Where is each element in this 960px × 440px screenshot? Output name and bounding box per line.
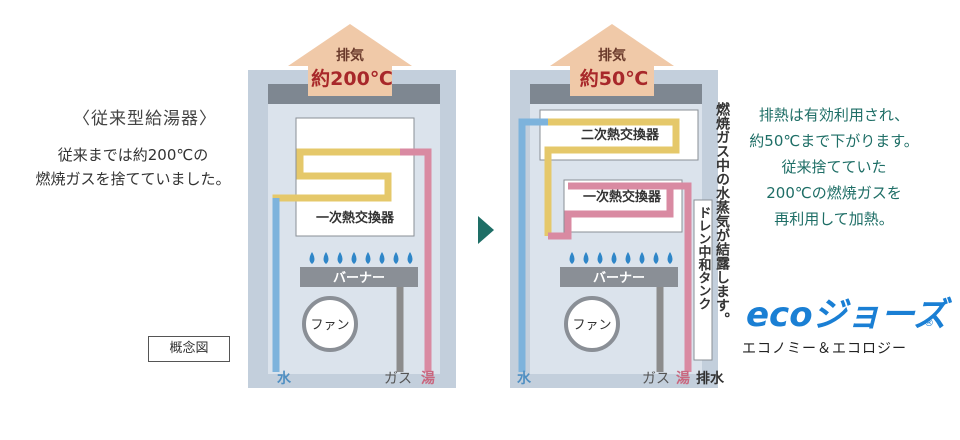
registered-mark: ® xyxy=(924,318,934,329)
eco-heater: 排気 約50℃ 二次熱交換器 一次熱交換器 ドレン中和タンク バーナー ファン … xyxy=(510,24,730,388)
conventional-primary-hx-label: 一次熱交換器 xyxy=(316,210,395,226)
benefit-line2: 約50℃まで下がります。 xyxy=(749,132,919,150)
conventional-fan-label: ファン xyxy=(310,318,349,333)
eco-drain-tank-label: ドレン中和タンク xyxy=(696,206,712,310)
conventional-heater: 排気 約200℃ 一次熱交換器 バーナー ファン 水 ガス 湯 xyxy=(248,24,456,388)
conventional-exhaust-arrow xyxy=(288,24,412,96)
eco-primary-hot-path xyxy=(548,182,674,240)
benefit-line1: 排熱は有効利用され、 xyxy=(758,106,910,124)
conventional-hot-pipe xyxy=(400,148,432,372)
conventional-burner-label: バーナー xyxy=(333,271,385,286)
eco-hot-label: 湯 xyxy=(676,370,690,387)
eco-condense-text: 燃焼ガス中の水蒸気が結露します。 xyxy=(714,101,730,326)
benefit-description: 排熱は有効利用され、 約50℃まで下がります。 従来捨てていた 200℃の燃焼ガ… xyxy=(718,102,950,232)
eco-hot-pipe xyxy=(670,182,692,372)
eco-water-label: 水 xyxy=(517,370,532,387)
transition-arrow-icon xyxy=(478,216,494,244)
eco-secondary-hx-label: 二次熱交換器 xyxy=(581,127,660,143)
conventional-exhaust-label: 排気 xyxy=(336,47,364,64)
eco-burner-label: バーナー xyxy=(593,271,645,286)
benefit-line4: 200℃の燃焼ガスを xyxy=(766,184,902,202)
conventional-exhaust-temp: 約200℃ xyxy=(311,67,393,90)
benefit-line3: 従来捨てていた xyxy=(781,158,887,176)
eco-tagline: エコノミー＆エコロジー xyxy=(742,341,907,357)
eco-burner xyxy=(560,267,678,287)
eco-exhaust-arrow xyxy=(550,24,674,96)
conventional-burner xyxy=(300,267,418,287)
eco-secondary-heat-path xyxy=(544,118,680,236)
conventional-flame-icons xyxy=(309,252,413,264)
conventional-hot-label: 湯 xyxy=(421,370,435,387)
conventional-water-label: 水 xyxy=(277,370,292,387)
eco-logo-text: ecoジョーズ xyxy=(746,295,953,335)
conventional-fan xyxy=(302,296,358,352)
eco-gas-label: ガス xyxy=(642,371,670,387)
benefit-line5: 再利用して加熱。 xyxy=(774,210,894,228)
eco-fan-label: ファン xyxy=(572,318,611,333)
conventional-desc-line2: 燃焼ガスを捨てていました。 xyxy=(35,170,231,188)
eco-drain-tank xyxy=(693,199,713,361)
eco-flame-icons xyxy=(569,252,673,264)
eco-exhaust-temp: 約50℃ xyxy=(580,67,648,90)
conventional-description: 従来までは約200℃の 燃焼ガスを捨てていました。 xyxy=(18,143,248,191)
eco-drain-label: 排水 xyxy=(696,370,725,387)
concept-diagram-label: 概念図 xyxy=(148,336,230,362)
eco-water-pipe xyxy=(518,118,548,372)
conventional-desc-line1: 従来までは約200℃の xyxy=(57,146,209,164)
eco-primary-hx-label: 一次熱交換器 xyxy=(583,189,662,205)
conventional-gas-label: ガス xyxy=(384,371,412,387)
eco-fan xyxy=(564,296,620,352)
eco-exhaust-label: 排気 xyxy=(598,47,626,64)
eco-jozu-logo: ecoジョーズ ® xyxy=(746,295,953,335)
conventional-title: 〈従来型給湯器〉 xyxy=(73,109,217,129)
